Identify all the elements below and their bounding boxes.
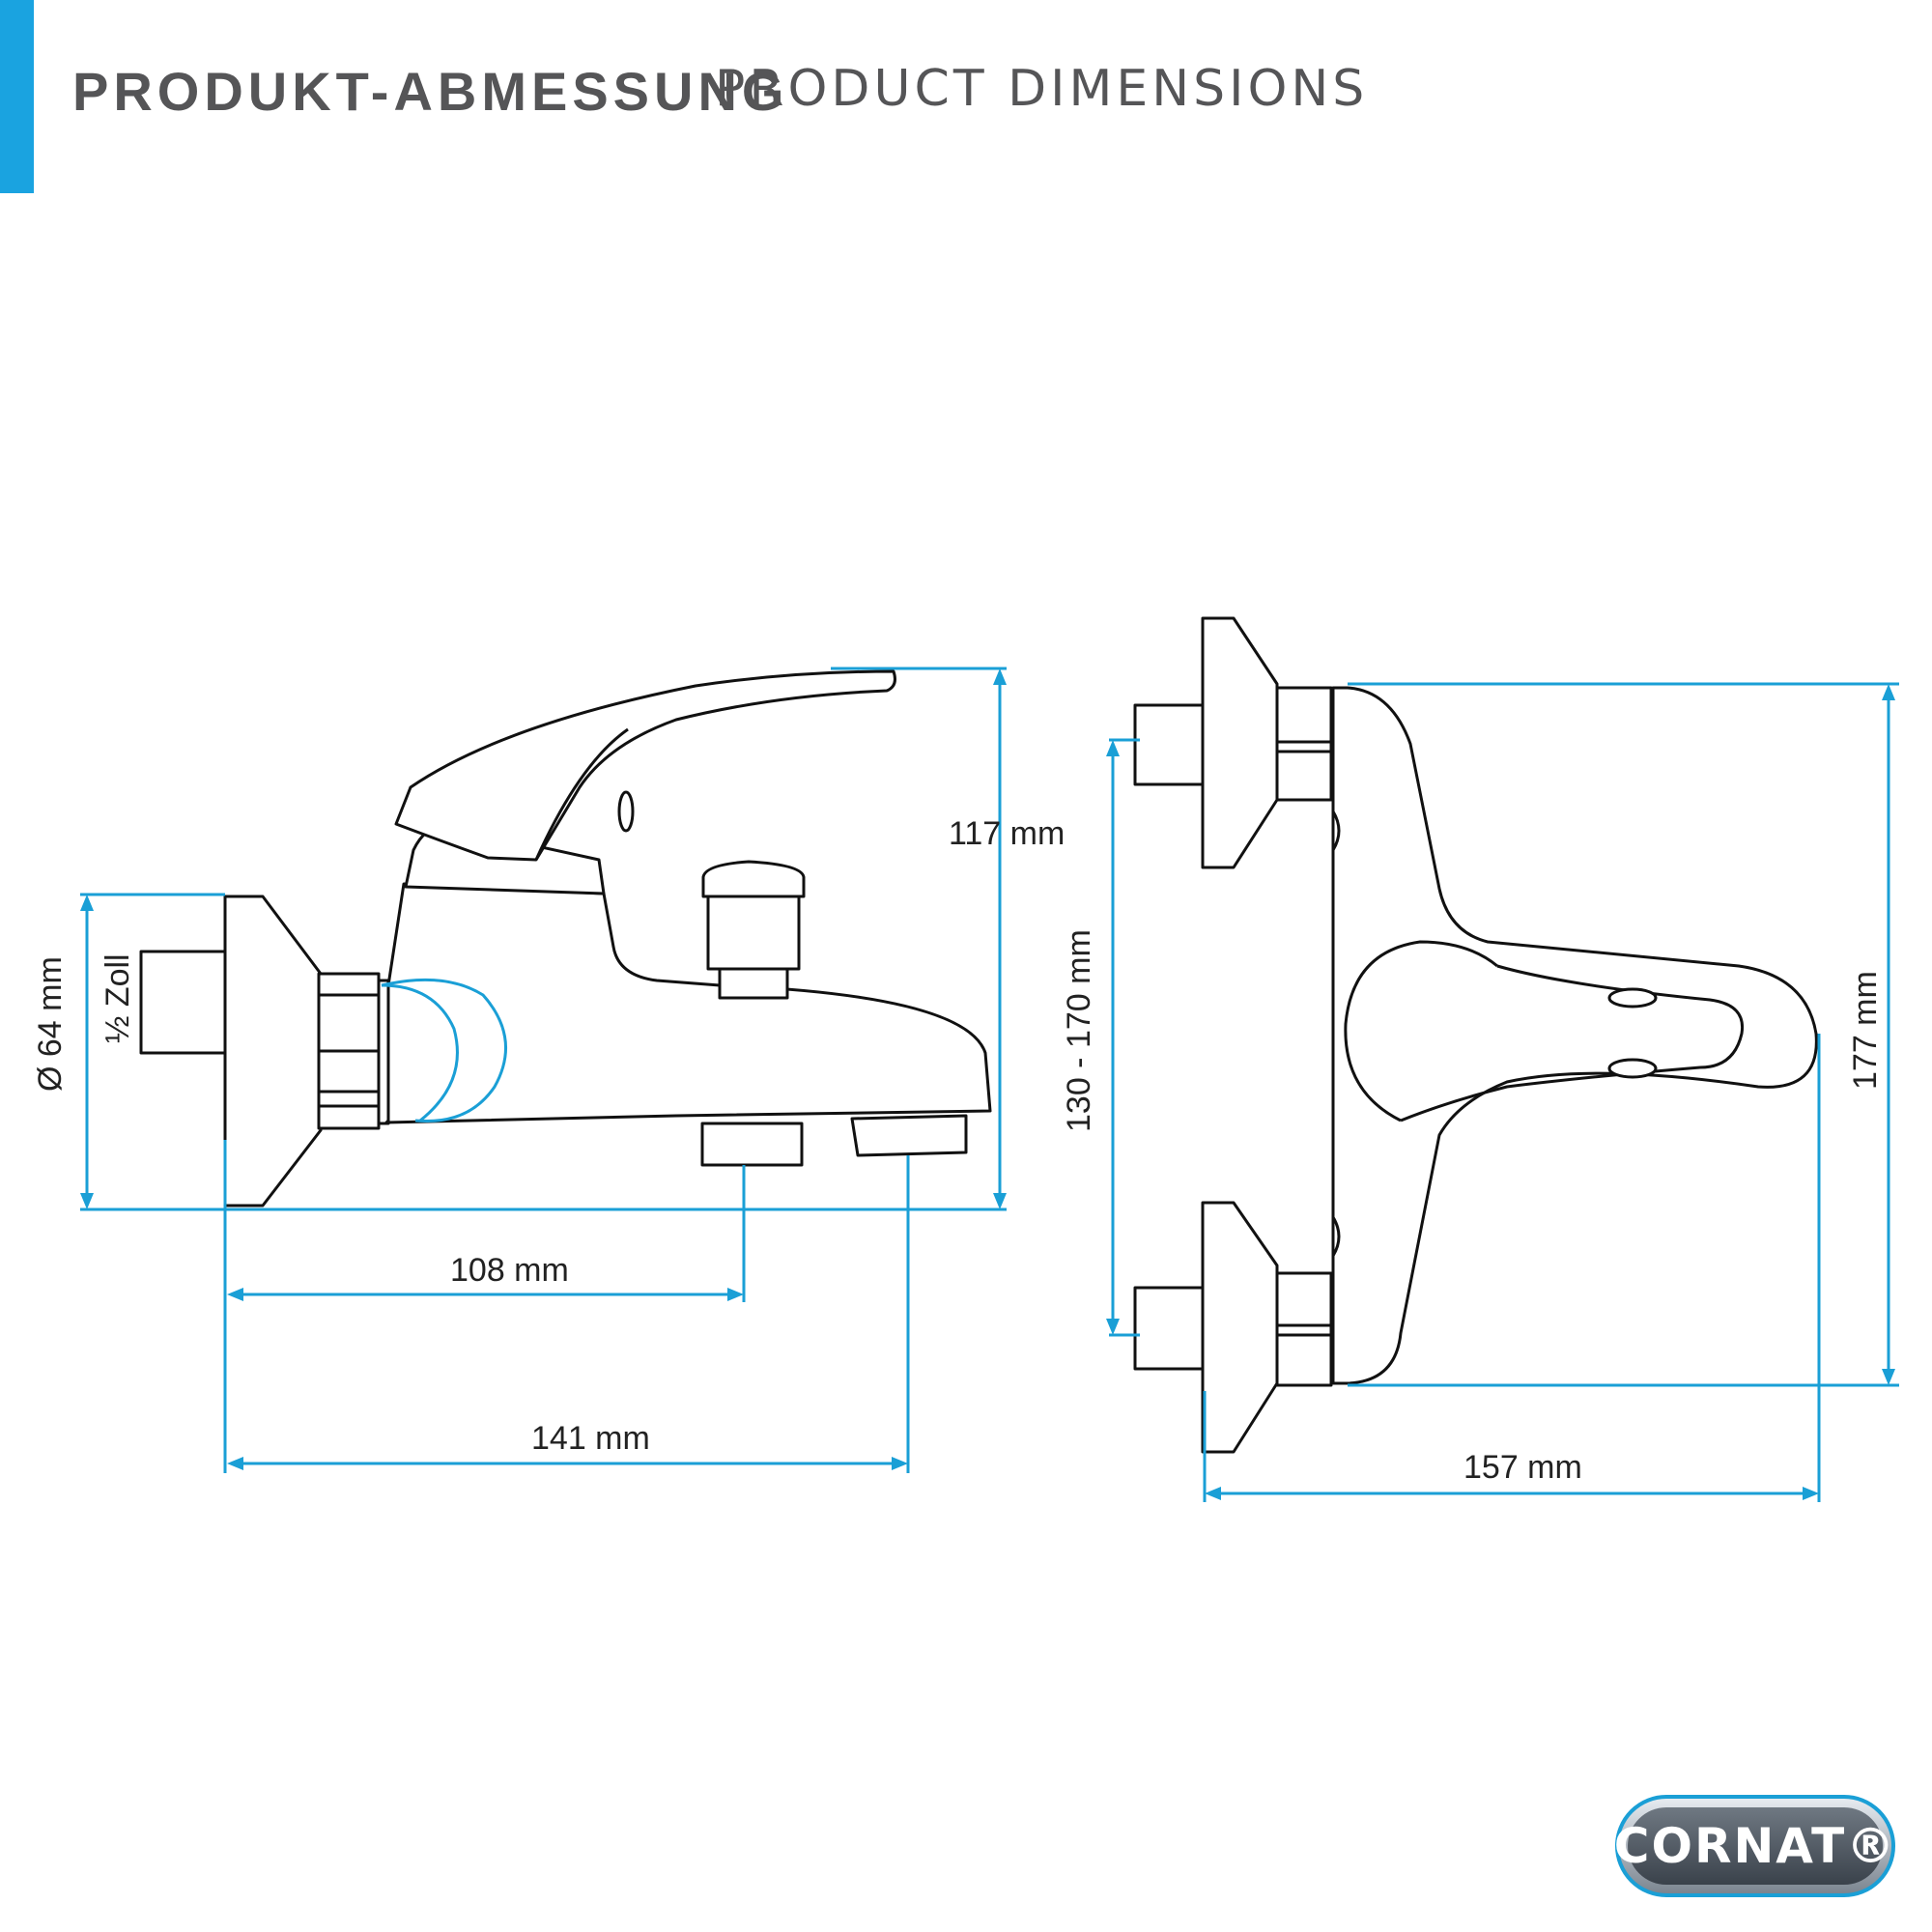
top-body [1331, 686, 1818, 1385]
label-thread: ½ Zoll [99, 953, 136, 1043]
wall-rosette [223, 895, 323, 1208]
label-height-side: 117 mm [949, 815, 1065, 852]
side-view-faucet [139, 669, 992, 1208]
label-total-depth: 141 mm [531, 1420, 650, 1457]
faucet-body [384, 882, 992, 1124]
shower-outlet [700, 1122, 804, 1167]
diverter-knob [701, 860, 806, 898]
cornat-logo: CORNAT® [1613, 1795, 1897, 1897]
top-view-faucet [1133, 616, 1818, 1454]
title-german: PRODUKT-ABMESSUNG [72, 61, 789, 122]
lower-hex-nut [1275, 1271, 1333, 1387]
label-height-top: 177 mm [1847, 971, 1884, 1090]
logo-text: CORNAT® [1613, 1818, 1897, 1874]
spout-outlet [850, 1114, 968, 1157]
label-diameter: Ø 64 mm [32, 956, 69, 1092]
label-spout-outlet: 108 mm [450, 1252, 569, 1289]
upper-rosette [1201, 616, 1279, 869]
lever-handle [394, 669, 896, 862]
accent-bar [0, 0, 34, 193]
wall-connector [139, 950, 227, 1055]
upper-hex-nut [1275, 686, 1333, 802]
side-view-dimensions [80, 667, 1007, 1473]
label-connection-spacing: 130 - 170 mm [1061, 929, 1097, 1132]
top-view-dimensions [1106, 682, 1899, 1502]
lower-rosette [1201, 1201, 1279, 1454]
title-english: PRODUCT DIMENSIONS [715, 60, 1369, 118]
swivel-arc [381, 978, 507, 1123]
top-cartridge [1344, 940, 1498, 1122]
label-total-width: 157 mm [1463, 1449, 1582, 1486]
